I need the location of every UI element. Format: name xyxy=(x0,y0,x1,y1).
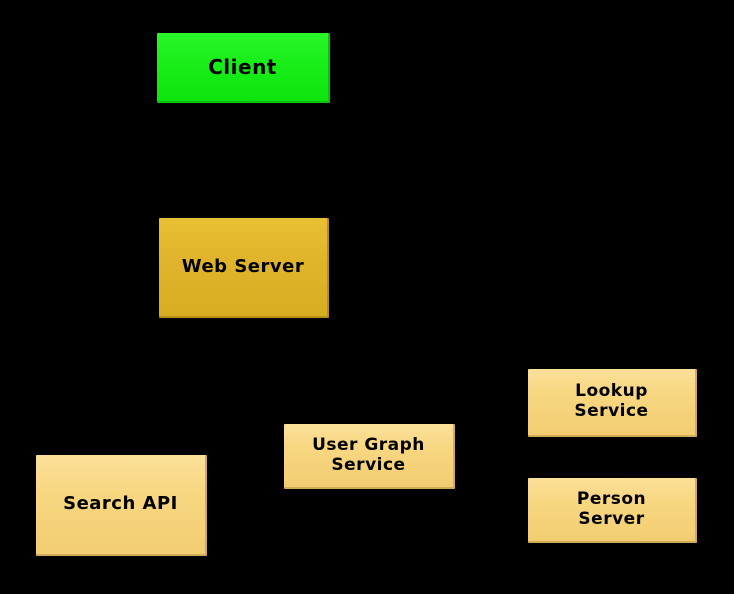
node-label-search-api: Search API xyxy=(63,493,178,515)
node-person-server[interactable]: Person Server xyxy=(528,478,697,543)
node-search-api[interactable]: Search API xyxy=(36,455,207,556)
node-label-lookup-service: Lookup Service xyxy=(574,381,649,421)
node-label-user-graph-service: User Graph Service xyxy=(312,434,425,475)
node-client[interactable]: Client xyxy=(157,33,330,103)
node-label-client: Client xyxy=(208,54,277,79)
node-label-web-server: Web Server xyxy=(181,255,305,277)
node-user-graph-service[interactable]: User Graph Service xyxy=(284,424,455,489)
node-web-server[interactable]: Web Server xyxy=(159,218,329,318)
node-lookup-service[interactable]: Lookup Service xyxy=(528,369,697,437)
node-label-person-server: Person Server xyxy=(576,488,647,529)
